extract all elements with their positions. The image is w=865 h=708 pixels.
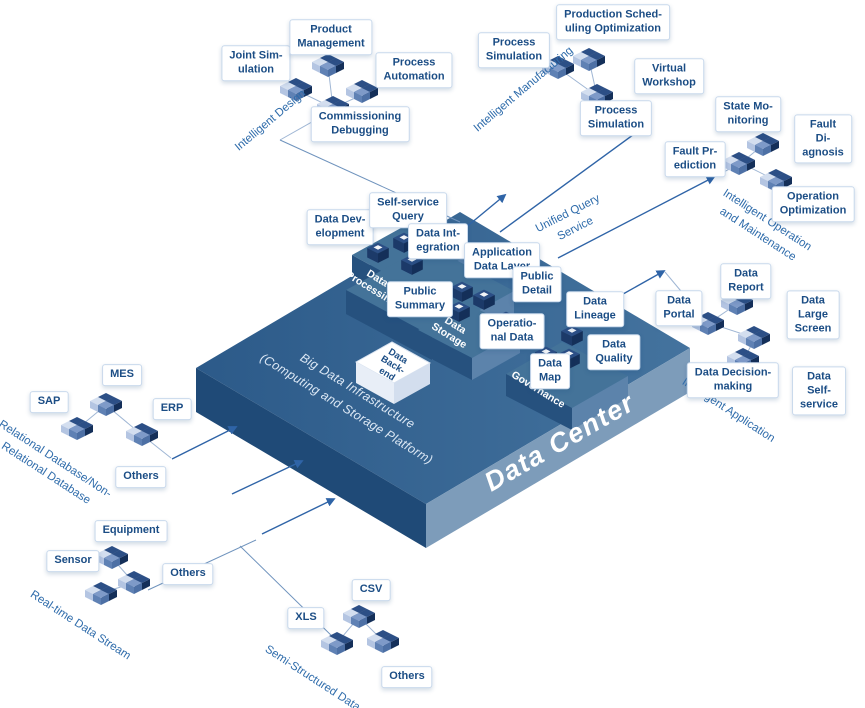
node-virtual-workshop[interactable]: Virtual Workshop <box>634 58 704 94</box>
output-arrow-application <box>615 270 666 299</box>
node-data-report[interactable]: Data Report <box>720 263 772 299</box>
cube-right <box>394 363 430 404</box>
output-arrow-query-service <box>557 176 716 259</box>
platform-left-face <box>196 368 426 548</box>
product-management-cubes-icon <box>312 54 344 77</box>
node-process-simulation-1[interactable]: Process Simulation <box>477 32 551 68</box>
node-data-integration[interactable]: Data Int- egration <box>408 223 468 259</box>
slab-left <box>418 330 472 380</box>
node-operation-optimization[interactable]: Operation Optimization <box>771 186 855 222</box>
realtime-others-cubes-icon <box>85 582 117 605</box>
node-csv[interactable]: CSV <box>351 579 391 601</box>
node-semi-others[interactable]: Others <box>381 666 433 688</box>
node-erp[interactable]: ERP <box>152 398 192 420</box>
node-mes[interactable]: MES <box>102 364 142 386</box>
node-state-monitoring[interactable]: State Mo- nitoring <box>715 96 781 132</box>
cube-data-backend <box>354 341 432 404</box>
csv-cubes-icon <box>343 605 375 628</box>
node-public-detail[interactable]: Public Detail <box>512 266 562 302</box>
data-large-screen-cubes-icon <box>738 326 770 349</box>
node-product-management[interactable]: Product Management <box>289 19 373 55</box>
sensor-cubes-icon <box>118 571 150 594</box>
node-sensor[interactable]: Sensor <box>46 550 100 572</box>
erp-cubes-icon <box>126 423 158 446</box>
output-arrow-manufacturing <box>499 122 650 233</box>
node-data-self-service[interactable]: Data Self- service <box>792 366 846 416</box>
node-data-map[interactable]: Data Map <box>530 353 570 389</box>
node-joint-simulation[interactable]: Joint Sim- ulation <box>221 45 291 81</box>
node-fault-prediction[interactable]: Fault Pr- ediction <box>664 141 726 177</box>
node-commissioning-debugging[interactable]: Commissioning Debugging <box>310 106 410 142</box>
state-monitoring-cubes-icon <box>747 133 779 156</box>
node-data-development[interactable]: Data Dev- elopment <box>306 209 374 245</box>
node-fault-diagnosis[interactable]: Fault Di- agnosis <box>794 114 852 164</box>
node-relational-others[interactable]: Others <box>115 466 167 488</box>
node-data-lineage[interactable]: Data Lineage <box>566 291 624 327</box>
node-data-decision-making[interactable]: Data Decision- making <box>686 362 780 398</box>
input-arrow-2 <box>231 459 304 495</box>
slab-left <box>506 374 572 430</box>
sap-cubes-icon <box>61 417 93 440</box>
production-scheduling-cubes-icon <box>573 48 605 71</box>
node-process-automation[interactable]: Process Automation <box>375 52 453 88</box>
input-arrow-1 <box>171 426 238 460</box>
node-process-simulation-2[interactable]: Process Simulation <box>579 100 653 136</box>
node-sap[interactable]: SAP <box>29 391 69 413</box>
mes-cubes-icon <box>90 393 122 416</box>
node-xls[interactable]: XLS <box>287 607 325 629</box>
node-data-portal[interactable]: Data Portal <box>655 290 703 326</box>
node-realtime-others[interactable]: Others <box>162 563 214 585</box>
node-data-large-screen[interactable]: Data Large Screen <box>786 290 840 340</box>
slab-left <box>346 290 432 360</box>
semi-others-cubes-icon <box>367 630 399 653</box>
relational-cluster-links <box>76 404 172 459</box>
node-equipment[interactable]: Equipment <box>94 520 168 542</box>
node-data-quality[interactable]: Data Quality <box>587 334 641 370</box>
equipment-cubes-icon <box>96 546 128 569</box>
node-production-scheduling-optimization[interactable]: Production Sched- uling Optimization <box>556 4 670 40</box>
node-self-service-query[interactable]: Self-service Query <box>369 192 447 228</box>
cube-left <box>356 362 394 404</box>
slab-right <box>572 376 628 430</box>
node-operational-data[interactable]: Operatio- nal Data <box>479 313 545 349</box>
xls-cubes-icon <box>321 632 353 655</box>
node-public-summary[interactable]: Public Summary <box>386 281 454 317</box>
input-arrow-3 <box>261 498 336 535</box>
